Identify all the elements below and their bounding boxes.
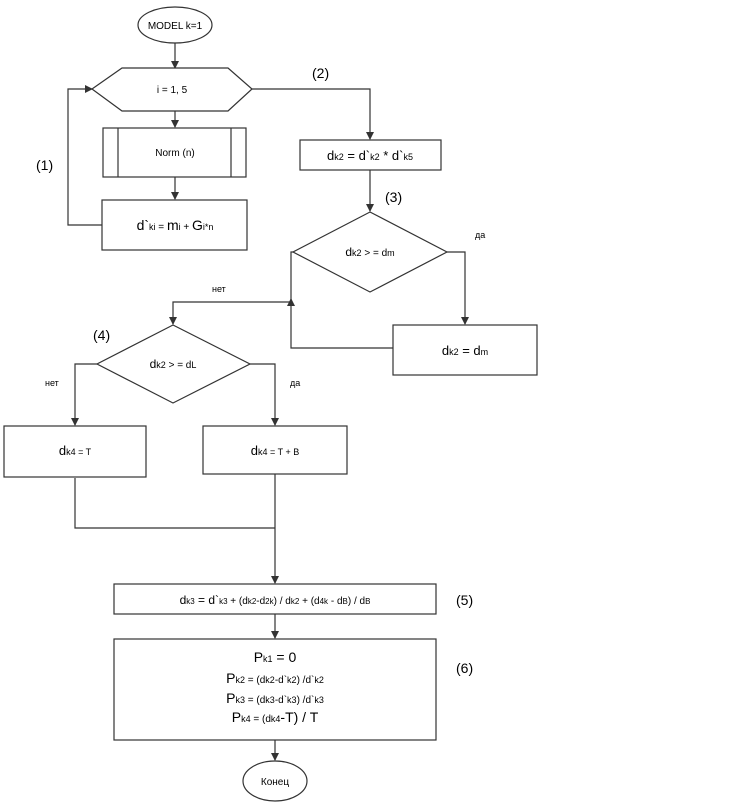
step-label-4: (4) xyxy=(93,327,110,343)
branch-label-no4: нет xyxy=(45,378,59,388)
formula1-box xyxy=(101,199,248,251)
block6-line4: Pk4 = (dk4-T) / T xyxy=(232,709,319,725)
assign-no-text: dk4 = T xyxy=(59,443,92,458)
loop-label: i = 1, 5 xyxy=(157,85,188,96)
step-label-5: (5) xyxy=(456,592,473,608)
assign3-box xyxy=(392,324,538,376)
block6-line1: Pk1 = 0 xyxy=(254,649,297,665)
branch-label-yes4: да xyxy=(290,378,300,388)
loop-hexagon xyxy=(90,67,253,112)
step-label-6: (6) xyxy=(456,660,473,676)
line-merge-left xyxy=(74,478,275,529)
arrow-decision3-no xyxy=(169,251,293,325)
formula2-box xyxy=(299,139,442,171)
arrow-loop-exit xyxy=(252,88,374,140)
norm-label: Norm (n) xyxy=(155,148,194,159)
assign3-text: dk2 = dm xyxy=(442,343,488,358)
connectors xyxy=(67,43,469,761)
step-label-1: (1) xyxy=(36,157,53,173)
decision4-text: dk2 > = dL xyxy=(150,357,197,371)
block6-line2: Pk2 = (dk2-d`k2) /d`k2 xyxy=(226,670,324,686)
assign-no-box xyxy=(3,425,147,478)
decision3-diamond xyxy=(291,211,449,293)
assign-yes-box xyxy=(202,425,348,475)
end-node xyxy=(242,760,308,802)
arrow-decision4-no xyxy=(71,363,97,426)
block6-box xyxy=(113,638,437,741)
decision3-text: dk2 > = dm xyxy=(345,245,394,259)
arrow-decision3-yes xyxy=(447,251,469,325)
formula5-text: dk3 = d`k3 + (dk2-d2k) / dk2 + (d4k - dB… xyxy=(180,593,371,607)
formula5-box xyxy=(113,583,437,615)
norm-process xyxy=(102,127,247,178)
end-label: Конец xyxy=(261,777,289,788)
arrow-loop-back xyxy=(67,85,102,226)
branch-label-no3: нет xyxy=(212,284,226,294)
branch-label-yes3: да xyxy=(475,230,485,240)
decision4-diamond xyxy=(95,324,252,404)
block6-line3: Pk3 = (dk3-d`k3) /d`k3 xyxy=(226,690,324,706)
arrow-decision4-yes xyxy=(250,363,279,426)
start-node xyxy=(137,6,213,44)
start-label: MODEL k=1 xyxy=(148,21,203,32)
step-label-2: (2) xyxy=(312,65,329,81)
step-label-3: (3) xyxy=(385,189,402,205)
formula2-text: dk2 = d`k2 * d`k5 xyxy=(327,148,413,163)
arrow-assign3-return xyxy=(287,298,393,349)
formula1-text: d`ki = mi + Gi*n xyxy=(137,217,214,233)
assign-yes-text: dk4 = T + B xyxy=(251,443,299,458)
